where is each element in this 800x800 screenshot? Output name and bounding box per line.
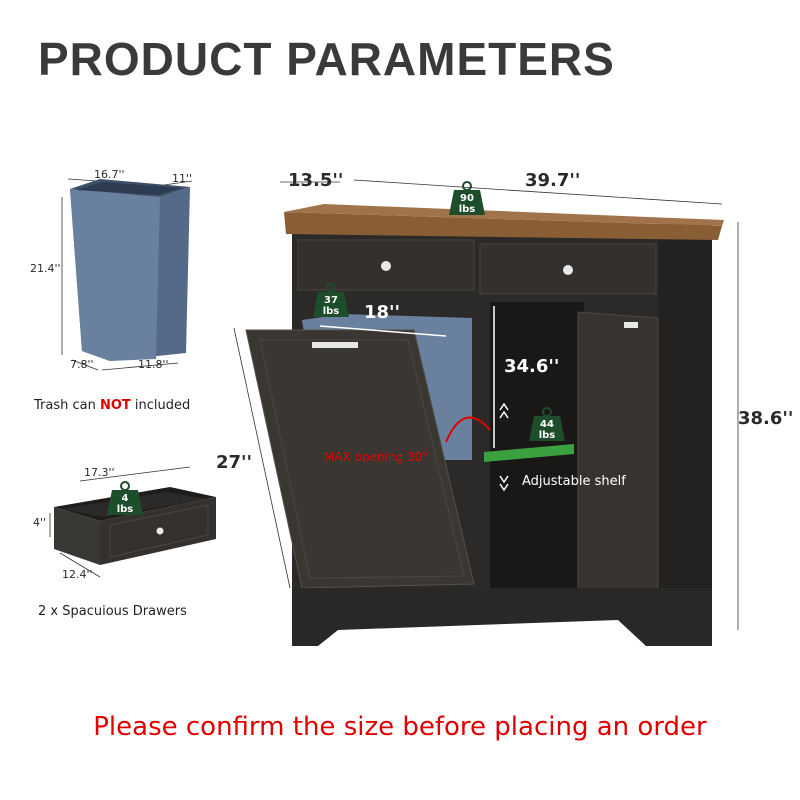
trash-can-illustration [61,178,193,371]
trash-top-depth: 11'' [172,172,193,185]
drawer-depth: 12.4'' [62,568,93,581]
trash-bottom-depth: 7.8'' [70,358,94,371]
tilt-door-height: 27'' [216,452,253,473]
cabinet-illustration [233,179,739,646]
cabinet-depth: 13.5'' [288,170,344,191]
drawer-caption: 2 x Spacuious Drawers [38,604,187,619]
page-title: PRODUCT PARAMETERS [38,33,615,85]
trash-top-width: 16.7'' [94,168,125,181]
tilt-door-width: 18'' [364,302,401,323]
drawer-height: 4'' [33,516,47,529]
max-opening-label: MAX opening 30° [324,450,429,464]
trash-bottom-width: 11.8'' [138,358,169,371]
adjustable-shelf-label: Adjustable shelf [522,474,626,489]
trash-caption: Trash can NOT included [34,398,191,413]
drawer-width: 17.3'' [84,466,115,479]
cabinet-width: 39.7'' [525,170,581,191]
not-emphasis: NOT [99,398,131,413]
size-confirm-notice: Please confirm the size before placing a… [93,712,707,742]
cabinet-height: 38.6'' [738,408,794,429]
cabinet-inner-height: 34.6'' [504,356,560,377]
trash-height: 21.4'' [30,262,61,275]
